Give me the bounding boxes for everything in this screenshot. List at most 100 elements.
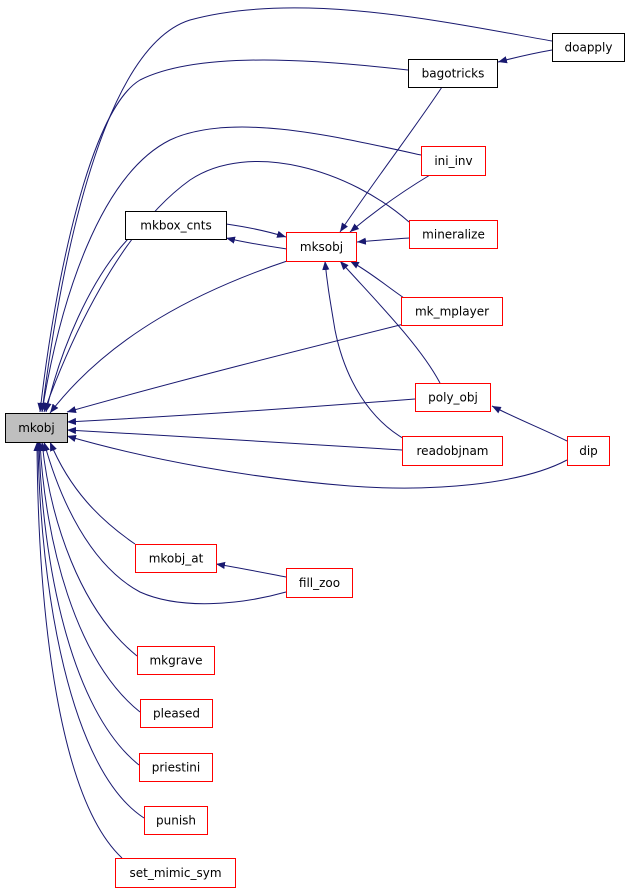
edge-ini_inv-to-mkobj bbox=[39, 126, 422, 413]
edge-line bbox=[339, 260, 441, 384]
edge-line bbox=[66, 426, 403, 451]
node-box bbox=[115, 858, 236, 888]
edge-readobjnam-to-mksobj bbox=[322, 260, 407, 441]
edge-mk_mplayer-to-mksobj bbox=[349, 260, 405, 299]
edge-line bbox=[35, 441, 140, 766]
edge-line bbox=[356, 237, 410, 245]
edge-mkobj_at-to-mkobj bbox=[49, 441, 136, 545]
node-fill-zoo[interactable]: fill_zoo bbox=[286, 568, 353, 598]
node-priestini[interactable]: priestini bbox=[139, 753, 213, 782]
edge-mk_mplayer-to-mkobj bbox=[66, 322, 409, 414]
node-box bbox=[402, 436, 503, 466]
node-set-mimic-sym[interactable]: set_mimic_sym bbox=[115, 858, 236, 888]
node-box bbox=[408, 59, 498, 88]
node-mkbox-cnts[interactable]: mkbox_cnts bbox=[125, 211, 227, 240]
edges-layer bbox=[33, 7, 568, 859]
edge-bagotricks-to-mkobj bbox=[37, 59, 409, 413]
edge-mkgrave-to-mkobj bbox=[39, 441, 138, 657]
edge-fill_zoo-to-mkobj_at bbox=[215, 561, 287, 578]
edge-line bbox=[491, 405, 568, 442]
node-label: fill_zoo bbox=[299, 576, 340, 590]
edge-mineralize-to-mksobj bbox=[356, 237, 410, 245]
node-label: mksobj bbox=[300, 240, 343, 254]
node-box bbox=[5, 413, 68, 443]
edge-dip-to-poly_obj bbox=[491, 405, 568, 442]
node-label: ini_inv bbox=[434, 154, 472, 168]
edge-line bbox=[339, 86, 443, 233]
edge-poly_obj-to-mksobj bbox=[339, 260, 441, 384]
node-box bbox=[286, 232, 357, 262]
node-box bbox=[567, 436, 610, 466]
edge-line bbox=[66, 435, 568, 489]
node-mksobj[interactable]: mksobj bbox=[286, 232, 357, 262]
edge-line bbox=[49, 259, 291, 414]
edge-bagotricks-to-mksobj bbox=[339, 86, 443, 233]
node-label: doapply bbox=[565, 41, 613, 55]
node-bagotricks[interactable]: bagotricks bbox=[408, 59, 498, 88]
edge-line bbox=[66, 398, 416, 426]
edge-line bbox=[215, 561, 287, 578]
node-box bbox=[144, 806, 208, 835]
node-mk-mplayer[interactable]: mk_mplayer bbox=[401, 297, 503, 326]
edge-set_mimic_sym-to-mkobj bbox=[33, 441, 123, 859]
node-mkobj-at[interactable]: mkobj_at bbox=[135, 544, 217, 573]
edge-priestini-to-mkobj bbox=[35, 441, 140, 766]
node-box bbox=[415, 383, 491, 412]
node-box bbox=[401, 297, 503, 326]
node-doapply[interactable]: doapply bbox=[552, 33, 625, 62]
edge-line bbox=[44, 238, 129, 413]
node-box bbox=[135, 544, 217, 573]
edge-punish-to-mkobj bbox=[34, 441, 145, 819]
edge-fill_zoo-to-mkobj bbox=[42, 441, 287, 605]
edge-mksobj-to-mkbox_cnts bbox=[225, 236, 288, 250]
edge-line bbox=[37, 59, 409, 413]
node-dip[interactable]: dip bbox=[567, 436, 610, 466]
node-ini-inv[interactable]: ini_inv bbox=[421, 146, 486, 176]
edge-line bbox=[39, 126, 422, 413]
node-punish[interactable]: punish bbox=[144, 806, 208, 835]
edge-line bbox=[39, 441, 138, 657]
node-pleased[interactable]: pleased bbox=[140, 699, 213, 728]
edge-line bbox=[225, 236, 288, 250]
node-label: mkbox_cnts bbox=[140, 219, 212, 233]
edge-doapply-to-mkobj bbox=[39, 7, 553, 413]
edge-line bbox=[225, 223, 287, 238]
edge-mksobj-to-mkobj bbox=[49, 259, 291, 414]
edge-readobjnam-to-mkobj bbox=[66, 426, 403, 451]
node-box bbox=[137, 646, 215, 675]
edge-line bbox=[43, 161, 410, 413]
node-label: mineralize bbox=[422, 228, 485, 242]
edge-line bbox=[49, 441, 136, 545]
node-box bbox=[140, 699, 213, 728]
node-poly-obj[interactable]: poly_obj bbox=[415, 383, 491, 412]
node-label: priestini bbox=[152, 761, 201, 775]
node-mkobj[interactable]: mkobj bbox=[5, 413, 68, 443]
node-box bbox=[125, 211, 227, 240]
node-readobjnam[interactable]: readobjnam bbox=[402, 436, 503, 466]
node-box bbox=[552, 33, 625, 62]
node-box bbox=[409, 220, 498, 249]
node-label: pleased bbox=[153, 707, 200, 721]
node-label: dip bbox=[579, 444, 598, 458]
node-box bbox=[421, 146, 486, 176]
edge-line bbox=[42, 441, 287, 605]
node-mineralize[interactable]: mineralize bbox=[409, 220, 498, 249]
node-box bbox=[139, 753, 213, 782]
edge-line bbox=[39, 7, 553, 413]
node-label: mkobj bbox=[18, 421, 55, 435]
edge-line bbox=[349, 260, 405, 299]
edge-line bbox=[322, 260, 407, 441]
edge-line bbox=[36, 441, 141, 713]
node-label: mkobj_at bbox=[149, 552, 204, 566]
edge-pleased-to-mkobj bbox=[36, 441, 141, 713]
node-label: punish bbox=[156, 814, 196, 828]
edge-mineralize-to-mkobj bbox=[43, 161, 410, 413]
node-mkgrave[interactable]: mkgrave bbox=[137, 646, 215, 675]
node-label: mk_mplayer bbox=[415, 305, 489, 319]
node-label: poly_obj bbox=[428, 391, 478, 405]
edge-dip-to-mkobj bbox=[66, 435, 568, 489]
edge-poly_obj-to-mkobj bbox=[66, 398, 416, 426]
edge-line bbox=[34, 441, 145, 819]
